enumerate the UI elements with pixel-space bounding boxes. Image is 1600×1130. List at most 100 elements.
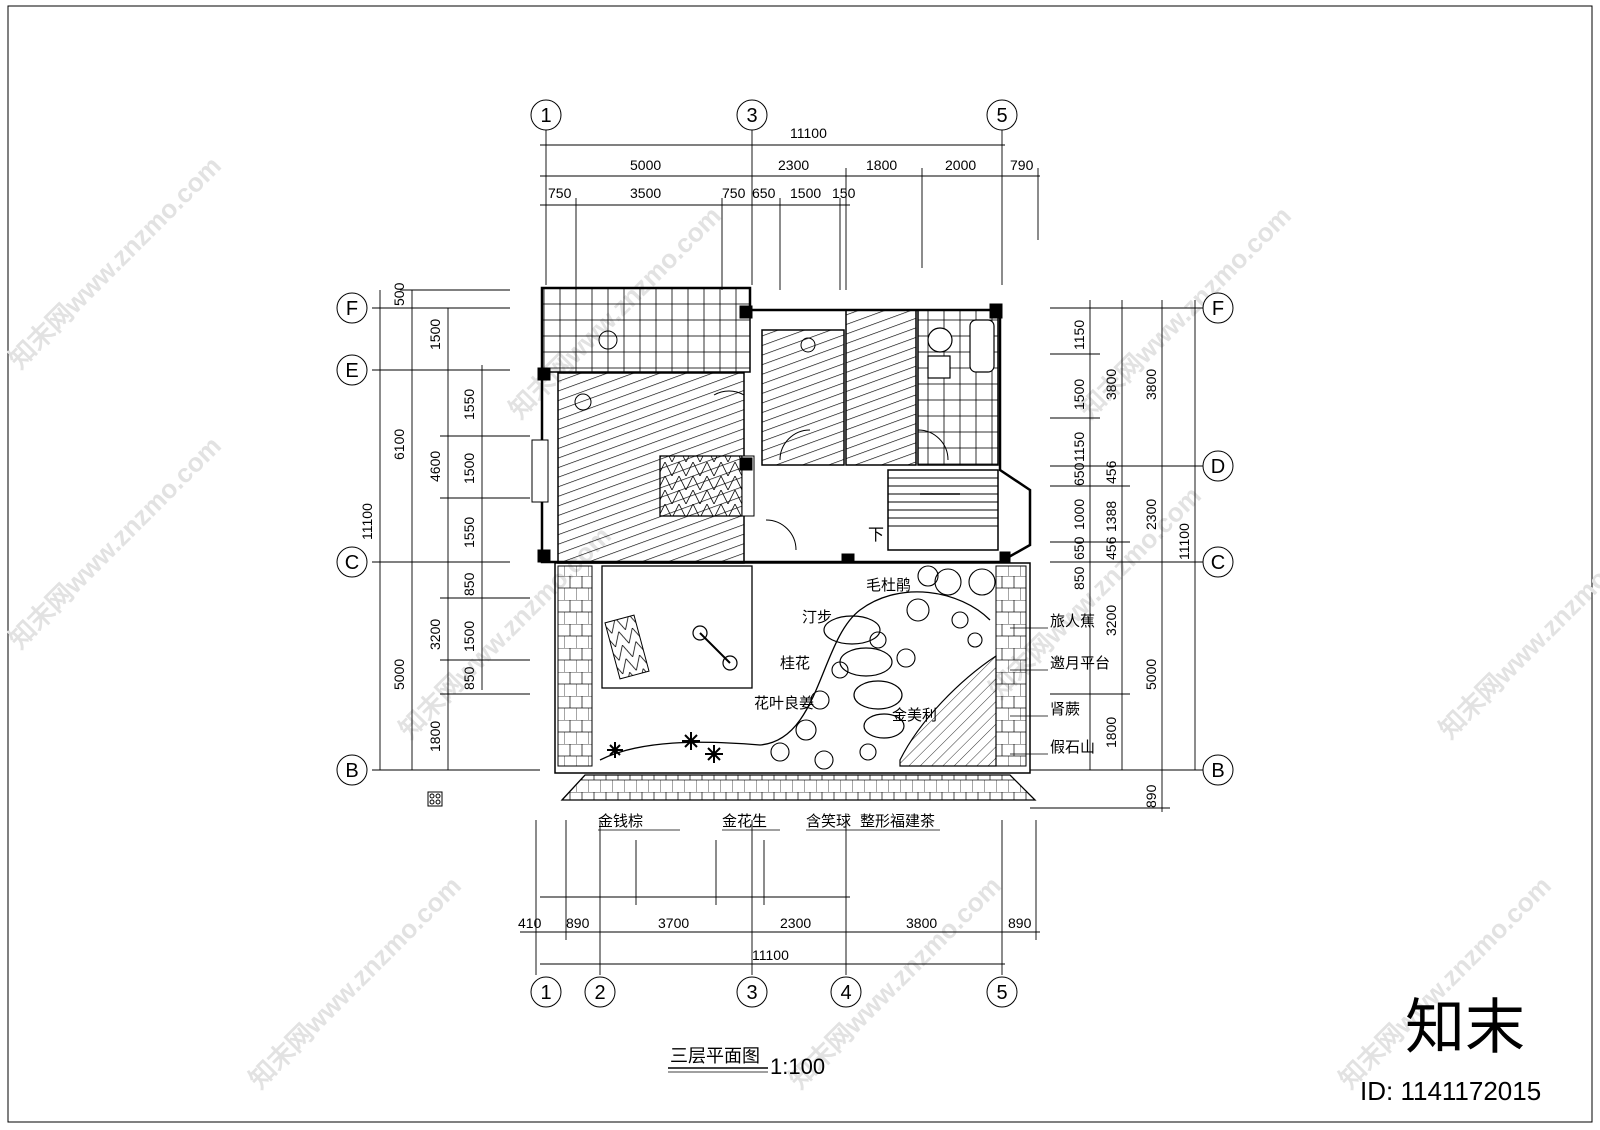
shrub-symbols	[770, 565, 996, 770]
watermark-id: ID: 1141172015	[1360, 1076, 1541, 1106]
exercise-pad	[601, 565, 753, 689]
study-floor	[761, 329, 845, 466]
dim-right-out-2: 2300	[1143, 499, 1159, 530]
dim-right-mid-6: 1800	[1103, 717, 1119, 748]
axis-left-E: E	[345, 360, 358, 382]
label-jinmeili: 金美利	[892, 707, 937, 724]
watermark-text: 知末网www.znzmo.com	[3, 150, 227, 374]
label-guihua: 桂花	[780, 655, 810, 672]
dim-top2-6: 150	[832, 185, 856, 201]
watermark-text: 知末网www.znzmo.com	[3, 430, 227, 654]
axis-bubbles	[336, 99, 1234, 1008]
stair-steps	[888, 477, 998, 527]
label-jinqianzong: 金钱棕	[598, 813, 643, 830]
dim-left-mid-2: 6100	[391, 429, 407, 460]
axis-bottom-4: 4	[840, 982, 851, 1004]
dim-right-in-6: 650	[1071, 536, 1087, 560]
building-outline: 下	[531, 286, 1032, 564]
dim-bot-1: 410	[518, 915, 542, 931]
dim-left-in1-4: 1800	[427, 721, 443, 752]
axis-right-B: B	[1211, 760, 1224, 782]
dim-left-in1-3: 3200	[427, 619, 443, 650]
brick-border-right	[995, 565, 1027, 767]
axis-bottom-3: 3	[746, 982, 757, 1004]
dim-top2-5: 1500	[790, 185, 821, 201]
dimension-text: 11100 5000 2300 1800 2000 790 750 3500 7…	[359, 125, 1192, 963]
dim-right-out-total: 11100	[1176, 523, 1192, 560]
label-maoduju: 毛杜鹃	[866, 577, 911, 594]
dim-top-5: 790	[1010, 157, 1034, 173]
dim-right-in-3: 1150	[1071, 432, 1087, 462]
dim-left-in2-6: 850	[461, 666, 477, 690]
bed	[659, 455, 743, 517]
axis-right-D: D	[1211, 456, 1225, 478]
axis-top-3: 3	[746, 105, 757, 127]
dim-right-mid-4: 456	[1103, 536, 1119, 560]
axis-bottom-2: 2	[594, 982, 605, 1004]
dim-top-3: 1800	[866, 157, 897, 173]
dim-bot-6: 890	[1008, 915, 1032, 931]
dim-right-extra: 890	[1143, 784, 1159, 808]
label-lvrenjiao: 旅人蕉	[1050, 613, 1095, 630]
axis-top-5: 5	[996, 105, 1007, 127]
dim-left-mid-3: 5000	[391, 659, 407, 690]
roof-garden	[554, 562, 1037, 801]
drawing-title: 三层平面图	[670, 1046, 760, 1066]
axis-right-F: F	[1212, 298, 1224, 320]
dim-top-1: 5000	[630, 157, 661, 173]
dimension-lines	[372, 130, 1205, 975]
dim-top-2: 2300	[778, 157, 809, 173]
brick-border-left	[557, 565, 593, 767]
dim-right-mid-5: 3200	[1103, 605, 1119, 636]
dim-top2-3: 750	[722, 185, 746, 201]
dim-right-mid-2: 456	[1103, 460, 1119, 484]
plant-labels: 毛杜鹃 汀步 桂花 花叶良姜 金美利 旅人蕉 邀月平台 肾蕨 假石山 金钱棕 金…	[598, 577, 1110, 830]
label-jinhuasheng: 金花生	[722, 813, 767, 830]
dim-right-out-1: 3800	[1143, 369, 1159, 400]
label-huayeliangjiang: 花叶良姜	[754, 695, 814, 712]
dim-left-in2-4: 850	[461, 572, 477, 596]
drawing-border	[7, 5, 1593, 1123]
dim-bot-4: 2300	[780, 915, 811, 931]
axis-right-C: C	[1211, 552, 1225, 574]
axis-bottom-5: 5	[996, 982, 1007, 1004]
dim-right-in-1: 1150	[1071, 320, 1087, 350]
dim-bot-total: 11100	[752, 947, 789, 963]
label-yaoyue: 邀月平台	[1050, 655, 1110, 672]
watermark-text: 知末网www.znzmo.com	[1433, 520, 1600, 744]
dim-left-in2-1: 1550	[461, 389, 477, 420]
dim-right-in-2: 1500	[1071, 379, 1087, 410]
svg-text:下: 下	[868, 527, 884, 544]
dim-top-total: 11100	[790, 125, 827, 141]
watermark-logo: 知末	[1405, 994, 1525, 1061]
balcony-tiled	[541, 287, 751, 373]
dim-top-4: 2000	[945, 157, 976, 173]
axis-top-1: 1	[540, 105, 551, 127]
label-jiashishan: 假石山	[1050, 739, 1095, 756]
dim-top2-2: 3500	[630, 185, 661, 201]
dim-left-in2-3: 1550	[461, 517, 477, 548]
closet-floor	[845, 309, 917, 466]
dim-left-in1-2: 4600	[427, 451, 443, 482]
dim-bot-3: 3700	[658, 915, 689, 931]
watermark-text: 知末网www.znzmo.com	[243, 870, 467, 1094]
axis-left-C: C	[345, 552, 359, 574]
dim-left-in1-1: 1500	[427, 319, 443, 350]
dim-bot-2: 890	[566, 915, 590, 931]
axis-left-F: F	[346, 298, 358, 320]
dim-left-outer: 11100	[359, 503, 375, 540]
dim-left-in2-2: 1500	[461, 453, 477, 484]
axis-labels: 1 3 5 1 2 3 4 5 F E C B F D C B	[345, 105, 1225, 1004]
dim-right-in-5: 1000	[1071, 499, 1087, 530]
dim-right-mid-1: 3800	[1103, 369, 1119, 400]
axis-left-B: B	[345, 760, 358, 782]
label-hanxiaoqiu: 含笑球	[806, 813, 851, 830]
dim-right-in-4: 650	[1071, 462, 1087, 486]
axis-bottom-1: 1	[540, 982, 551, 1004]
label-fujiancha: 整形福建茶	[860, 813, 935, 830]
dim-right-mid-3: 1388	[1103, 501, 1119, 532]
dim-left-mid-1: 500	[391, 282, 407, 306]
label-dingbu: 汀步	[802, 609, 832, 626]
palm-symbols	[607, 732, 723, 763]
